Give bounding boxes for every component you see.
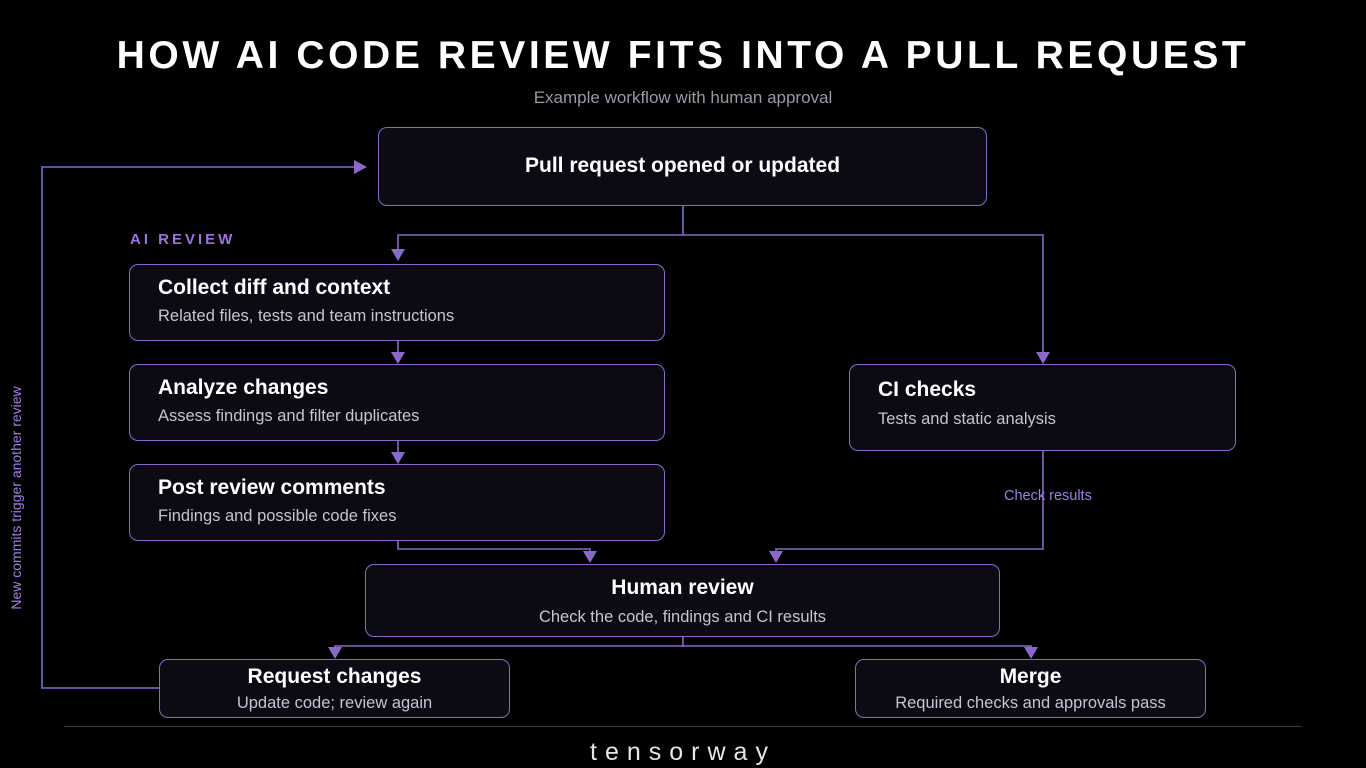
arrowhead-human-right xyxy=(769,551,783,563)
arrowhead-pr xyxy=(354,160,367,174)
arrowhead-human-left xyxy=(583,551,597,563)
node-human-review-subtitle: Check the code, findings and CI results xyxy=(538,608,827,626)
arrowhead-request xyxy=(328,647,342,659)
edge-human-to-request xyxy=(334,637,684,648)
arrowhead-post xyxy=(391,452,405,464)
edge-ci-to-human xyxy=(775,451,1044,552)
node-request-changes-subtitle: Update code; review again xyxy=(236,694,433,712)
node-analyze-changes-subtitle: Assess findings and filter duplicates xyxy=(158,407,420,425)
node-ci-checks: CI checks Tests and static analysis xyxy=(849,364,1236,451)
ai-review-section-label: AI REVIEW xyxy=(130,231,236,248)
node-human-review-title: Human review xyxy=(611,576,754,599)
check-results-edge-label: Check results xyxy=(1004,488,1092,504)
node-post-comments: Post review comments Findings and possib… xyxy=(129,464,665,541)
node-merge-subtitle: Required checks and approvals pass xyxy=(895,694,1166,712)
node-collect-diff-subtitle: Related files, tests and team instructio… xyxy=(158,307,455,325)
node-collect-diff: Collect diff and context Related files, … xyxy=(129,264,665,341)
node-pr-opened: Pull request opened or updated xyxy=(378,127,987,206)
node-post-comments-title: Post review comments xyxy=(158,476,386,499)
edge-human-to-merge xyxy=(683,645,1032,648)
node-request-changes: Request changes Update code; review agai… xyxy=(159,659,510,718)
node-pr-opened-title: Pull request opened or updated xyxy=(524,154,841,177)
node-human-review: Human review Check the code, findings an… xyxy=(365,564,1000,637)
loop-edge-label: New commits trigger another review xyxy=(8,386,24,610)
node-request-changes-title: Request changes xyxy=(247,665,422,688)
node-analyze-changes-title: Analyze changes xyxy=(158,376,329,399)
diagram-subtitle: Example workflow with human approval xyxy=(533,88,833,107)
arrowhead-ci xyxy=(1036,352,1050,364)
node-ci-checks-subtitle: Tests and static analysis xyxy=(878,410,1056,428)
footer-divider xyxy=(64,726,1302,727)
node-post-comments-subtitle: Findings and possible code fixes xyxy=(158,507,397,525)
node-analyze-changes: Analyze changes Assess findings and filt… xyxy=(129,364,665,441)
arrowhead-analyze xyxy=(391,352,405,364)
brand-wordmark: tensorway xyxy=(590,738,776,766)
arrowhead-merge xyxy=(1024,647,1038,659)
diagram-title: HOW AI CODE REVIEW FITS INTO A PULL REQU… xyxy=(116,34,1250,77)
edge-pr-to-ci xyxy=(683,234,1044,353)
node-merge: Merge Required checks and approvals pass xyxy=(855,659,1206,718)
arrowhead-collect xyxy=(391,249,405,261)
node-ci-checks-title: CI checks xyxy=(878,378,977,401)
edge-loop-back xyxy=(41,166,356,689)
edge-pr-to-collect xyxy=(397,206,684,250)
node-merge-title: Merge xyxy=(999,665,1062,688)
node-collect-diff-title: Collect diff and context xyxy=(158,276,391,299)
edge-post-to-human xyxy=(397,541,591,552)
